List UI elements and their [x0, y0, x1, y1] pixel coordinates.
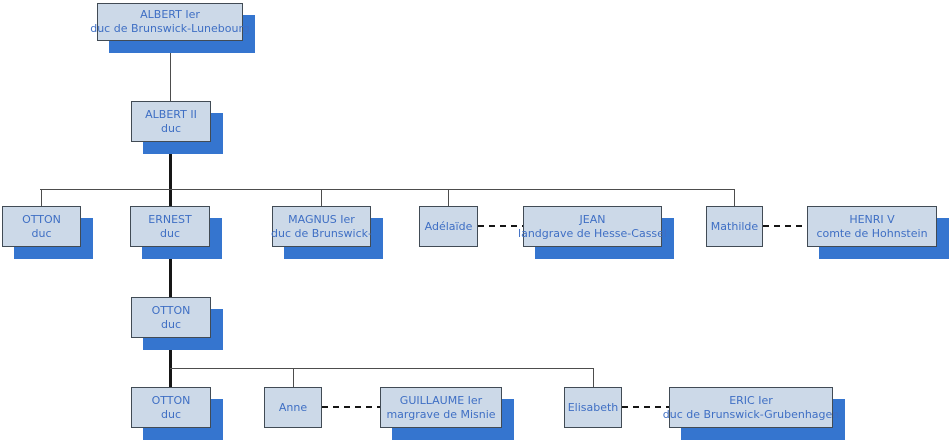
node-box: Mathilde: [706, 206, 763, 247]
node-albert-ii[interactable]: ALBERT II duc: [131, 101, 223, 154]
node-box: MAGNUS Ier duc de Brunswick-: [271, 206, 372, 247]
person-name: Adélaïde: [424, 219, 473, 233]
person-title: landgrave de Hesse-Cassel: [518, 226, 667, 240]
person-name: Elisabeth: [567, 400, 619, 414]
person-name: OTTON: [22, 212, 61, 226]
node-box: OTTON duc: [131, 387, 211, 428]
node-guillaume-ier[interactable]: GUILLAUME Ier margrave de Misnie: [380, 387, 514, 440]
connector-drop-anne: [293, 368, 294, 387]
person-title: duc de Brunswick-Grubenhagen: [662, 407, 840, 421]
node-box: OTTON duc: [131, 297, 211, 338]
node-otton-duc-3[interactable]: OTTON duc: [131, 387, 223, 440]
person-title: duc: [159, 226, 180, 240]
person-title: comte de Hohnstein: [816, 226, 928, 240]
connector-siblings-row5: [170, 368, 593, 369]
connector-albert1-albert2: [170, 41, 171, 101]
node-mathilde[interactable]: Mathilde: [706, 206, 763, 247]
person-name: ERNEST: [148, 212, 192, 226]
connector-ernest-otton-b: [169, 247, 172, 297]
connector-drop-magnus: [321, 189, 322, 206]
marriage-line-anne-guillaume: [322, 406, 380, 408]
person-title: margrave de Misnie: [386, 407, 496, 421]
person-name: OTTON: [151, 303, 191, 317]
connector-drop-mathilde: [734, 189, 735, 206]
person-name: Anne: [278, 400, 308, 414]
node-albert-ier[interactable]: ALBERT Ier duc de Brunswick-Lunebourg: [90, 3, 255, 53]
marriage-line-elisabeth-eric: [622, 406, 669, 408]
node-otton-duc-2[interactable]: OTTON duc: [131, 297, 223, 350]
node-box: ERIC Ier duc de Brunswick-Grubenhagen: [663, 387, 839, 428]
node-box: GUILLAUME Ier margrave de Misnie: [380, 387, 502, 428]
person-title: duc: [160, 121, 181, 135]
node-elisabeth[interactable]: Elisabeth: [564, 387, 622, 428]
connector-albert2-descent: [169, 142, 172, 206]
connector-drop-adelaide: [448, 189, 449, 206]
person-name: Mathilde: [710, 219, 759, 233]
connector-otton-b-descent: [169, 338, 172, 387]
person-name: OTTON: [151, 393, 191, 407]
node-box: Anne: [264, 387, 322, 428]
node-box: ALBERT II duc: [131, 101, 211, 142]
node-box: ALBERT Ier duc de Brunswick-Lunebourg: [90, 3, 250, 41]
node-henri-v[interactable]: HENRI V comte de Hohnstein: [807, 206, 949, 259]
marriage-line-mathilde-henri-v: [763, 225, 807, 227]
node-adelaide[interactable]: Adélaïde: [419, 206, 478, 247]
node-eric-ier[interactable]: ERIC Ier duc de Brunswick-Grubenhagen: [663, 387, 845, 440]
node-jean[interactable]: JEAN landgrave de Hesse-Cassel: [518, 206, 674, 259]
person-title: duc de Brunswick-Lunebourg: [90, 22, 250, 35]
node-ernest[interactable]: ERNEST duc: [130, 206, 222, 259]
person-name: GUILLAUME Ier: [399, 393, 483, 407]
person-title: duc: [31, 226, 52, 240]
node-box: HENRI V comte de Hohnstein: [807, 206, 937, 247]
person-title: duc: [160, 407, 181, 421]
node-box: JEAN landgrave de Hesse-Cassel: [518, 206, 667, 247]
person-name: HENRI V: [849, 212, 895, 226]
person-name: JEAN: [579, 212, 606, 226]
connector-drop-elisabeth: [593, 368, 594, 387]
marriage-line-adelaide-jean: [478, 225, 523, 227]
person-name: MAGNUS Ier: [288, 212, 355, 226]
person-name: ALBERT II: [145, 107, 197, 121]
node-otton-duc-1[interactable]: OTTON duc: [2, 206, 93, 259]
node-box: OTTON duc: [2, 206, 81, 247]
person-name: ERIC Ier: [729, 393, 773, 407]
person-title: duc: [160, 317, 181, 331]
node-magnus-ier[interactable]: MAGNUS Ier duc de Brunswick-: [271, 206, 383, 259]
node-box: Elisabeth: [564, 387, 622, 428]
person-title: duc de Brunswick-: [271, 226, 372, 240]
node-anne[interactable]: Anne: [264, 387, 322, 428]
node-box: ERNEST duc: [130, 206, 210, 247]
connector-siblings-row3: [40, 189, 735, 190]
connector-drop-otton-a: [41, 189, 42, 206]
node-box: Adélaïde: [419, 206, 478, 247]
person-name: ALBERT Ier: [140, 8, 200, 21]
